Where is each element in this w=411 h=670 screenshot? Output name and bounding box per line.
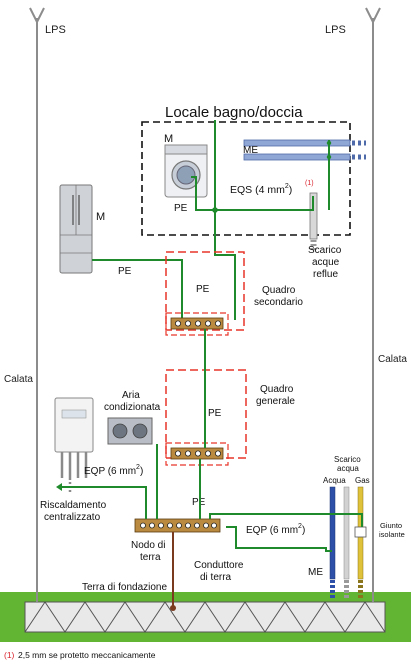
main-panel-busbar-screws [174,450,221,457]
pipe-junction-top [326,140,332,146]
main-bonding-conductors [62,329,363,552]
right-air-terminal-icon [365,7,381,25]
washer-m-label: M [164,133,173,145]
eqs-label: EQS (4 mm2) [230,183,292,196]
giunto-label-1: Giunto [380,521,402,530]
pipe-junction-bottom [326,154,332,160]
fridge-m-label: M [96,211,105,223]
terra-fondazione-label: Terra di fondazione [82,582,167,593]
fridge-pe-conductor [92,259,183,320]
bathroom-box [141,121,351,236]
eqs-footnote-ref: (1) [305,180,314,187]
nodo-label-1: Nodo di [131,540,165,551]
central-heating-boiler-icon [54,397,94,492]
conduttore-label-1: Conduttore [194,560,244,571]
me-main-label: ME [308,567,323,578]
main-pe-label: PE [208,408,222,419]
nodo-label-2: terra [140,552,161,563]
scarico-label-3: reflue [313,269,338,280]
eqp-left-label: EQP (6 mm2) [84,464,143,477]
foundation-slab [24,601,386,633]
quadro-generale-label-1: Quadro [260,384,294,395]
fridge-pe-label: PE [118,266,132,277]
main-earthing-pe-label: PE [192,497,206,508]
secondary-pe-label: PE [196,284,210,295]
footnote-text: 2,5 mm se protetto meccanicamente [18,650,156,660]
riscaldamento-label-2: centralizzato [44,512,101,523]
main-bar-highlight [165,442,229,466]
lps-right-label: LPS [325,24,346,36]
bathroom-metal-pipes-icon [243,139,366,161]
boiler-arrow-icon [56,483,62,491]
conduttore-label-2: di terra [200,572,232,583]
quadro-generale-label-2: generale [256,396,295,407]
earth-electrode-junction [170,605,176,611]
left-air-terminal-icon [29,7,45,25]
aria-label-2: condizionata [104,402,161,413]
scarico-acqua-label-2: acqua [337,464,359,473]
eqs-junction [212,207,218,213]
quadro-secondario-label-2: secondario [254,297,303,308]
bathroom-title: Locale bagno/doccia [165,104,303,121]
main-earthing-screws [140,522,217,529]
riscaldamento-label-1: Riscaldamento [40,500,107,511]
utility-pipes-icon [329,486,367,600]
refrigerator-icon [59,184,93,274]
gas-label: Gas [355,476,370,485]
calata-right-label: Calata [378,354,407,365]
secondary-bar-highlight [165,312,229,336]
aria-label-1: Aria [122,390,140,401]
footnote-ref: (1) [4,650,15,660]
giunto-label-2: isolante [379,530,405,539]
scarico-label-1: Scarico [308,245,342,256]
scarico-acqua-label-1: Scarico [334,455,361,464]
lps-left-label: LPS [45,24,66,36]
air-conditioner-icon [107,417,153,445]
calata-left-label: Calata [4,374,33,385]
acqua-label: Acqua [323,476,346,485]
secondary-busbar-screws [174,320,221,327]
quadro-secondario-label-1: Quadro [262,285,296,296]
washing-machine-icon [164,144,208,198]
bathroom-bonding-conductors [191,120,330,320]
foundation-reinforcement [24,601,386,633]
waste-drain-pipe-icon [309,192,318,250]
bathroom-me-label: ME [243,145,258,156]
scarico-label-2: acque [312,257,340,268]
eqp-right-label: EQP (6 mm2) [246,523,305,536]
bathroom-pe-label: PE [174,203,188,214]
